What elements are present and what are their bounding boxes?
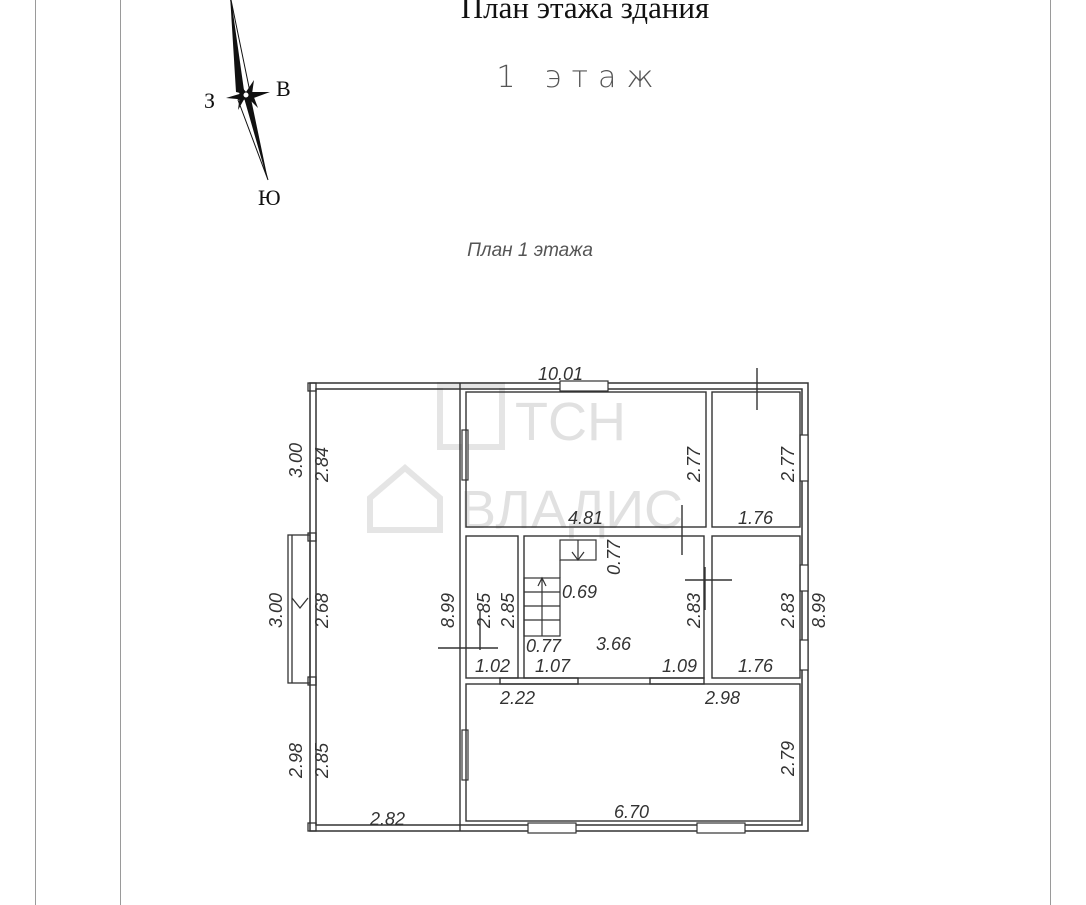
dim-bottom-room-height: 2.79 — [778, 741, 798, 777]
compass-west-label: З — [204, 88, 215, 113]
dim-opening-right: 2.98 — [704, 688, 740, 708]
frame-line-right — [1050, 0, 1051, 905]
dim-closet-width: 1.02 — [475, 656, 510, 676]
frame-line-left-inner — [120, 0, 121, 905]
interior-walls — [438, 368, 801, 831]
dim-top-total: 10.01 — [538, 364, 583, 384]
dim-left-outer-mid: 3.00 — [266, 593, 286, 628]
dim-left-inner-mid: 2.68 — [312, 593, 332, 629]
dim-right-total: 8.99 — [809, 593, 829, 628]
dim-room-top-height: 2.77 — [684, 446, 704, 483]
dim-terrace-width: 2.82 — [369, 809, 405, 829]
dim-corridor-width: 1.09 — [662, 656, 697, 676]
dim-left-inner-bot: 2.85 — [312, 742, 332, 779]
floor-label: 1 этаж — [496, 60, 664, 95]
compass-east-label: В — [276, 76, 291, 101]
compass-icon: З В Ю — [204, 0, 291, 210]
dim-left-inner-top: 2.84 — [312, 447, 332, 483]
dim-closet-h2: 2.85 — [498, 592, 518, 629]
porch — [287, 382, 317, 832]
dim-opening-left: 2.22 — [499, 688, 535, 708]
dim-closet-h1: 2.85 — [474, 592, 494, 629]
page-title: План этажа здания — [460, 0, 710, 25]
dim-stair-landing: 0.77 — [526, 636, 562, 656]
dimension-labels: 10.01 3.00 2.84 3.00 2.68 2.98 2.85 2.82… — [266, 364, 829, 829]
dim-stair-top: 0.77 — [604, 539, 624, 575]
dim-left-outer-top: 3.00 — [286, 443, 306, 478]
compass-south-label: Ю — [258, 185, 281, 210]
dim-stair-step: 0.69 — [562, 582, 597, 602]
dim-room-tr-height: 2.77 — [778, 446, 798, 483]
watermark-line1: ТСН — [515, 392, 626, 452]
watermark-line2: ВЛАДИС — [460, 480, 683, 540]
dim-room-top-width: 4.81 — [568, 508, 603, 528]
staircase — [523, 539, 597, 637]
frame-line-left-outer — [35, 0, 36, 905]
dim-stair-width: 1.07 — [535, 656, 571, 676]
dim-room-mr-height: 2.83 — [778, 593, 798, 629]
dim-center-width: 3.66 — [596, 634, 632, 654]
dim-bottom-room-width: 6.70 — [614, 802, 649, 822]
watermark: ТСН ВЛАДИС — [367, 382, 683, 540]
dim-hall-height: 8.99 — [438, 593, 458, 628]
plan-caption: План 1 этажа — [467, 240, 593, 261]
windows — [461, 380, 809, 834]
dim-left-outer-bot: 2.98 — [286, 743, 306, 779]
dim-room-tr-width: 1.76 — [738, 508, 774, 528]
dim-corridor-height: 2.83 — [684, 593, 704, 629]
dim-room-mr-width: 1.76 — [738, 656, 774, 676]
